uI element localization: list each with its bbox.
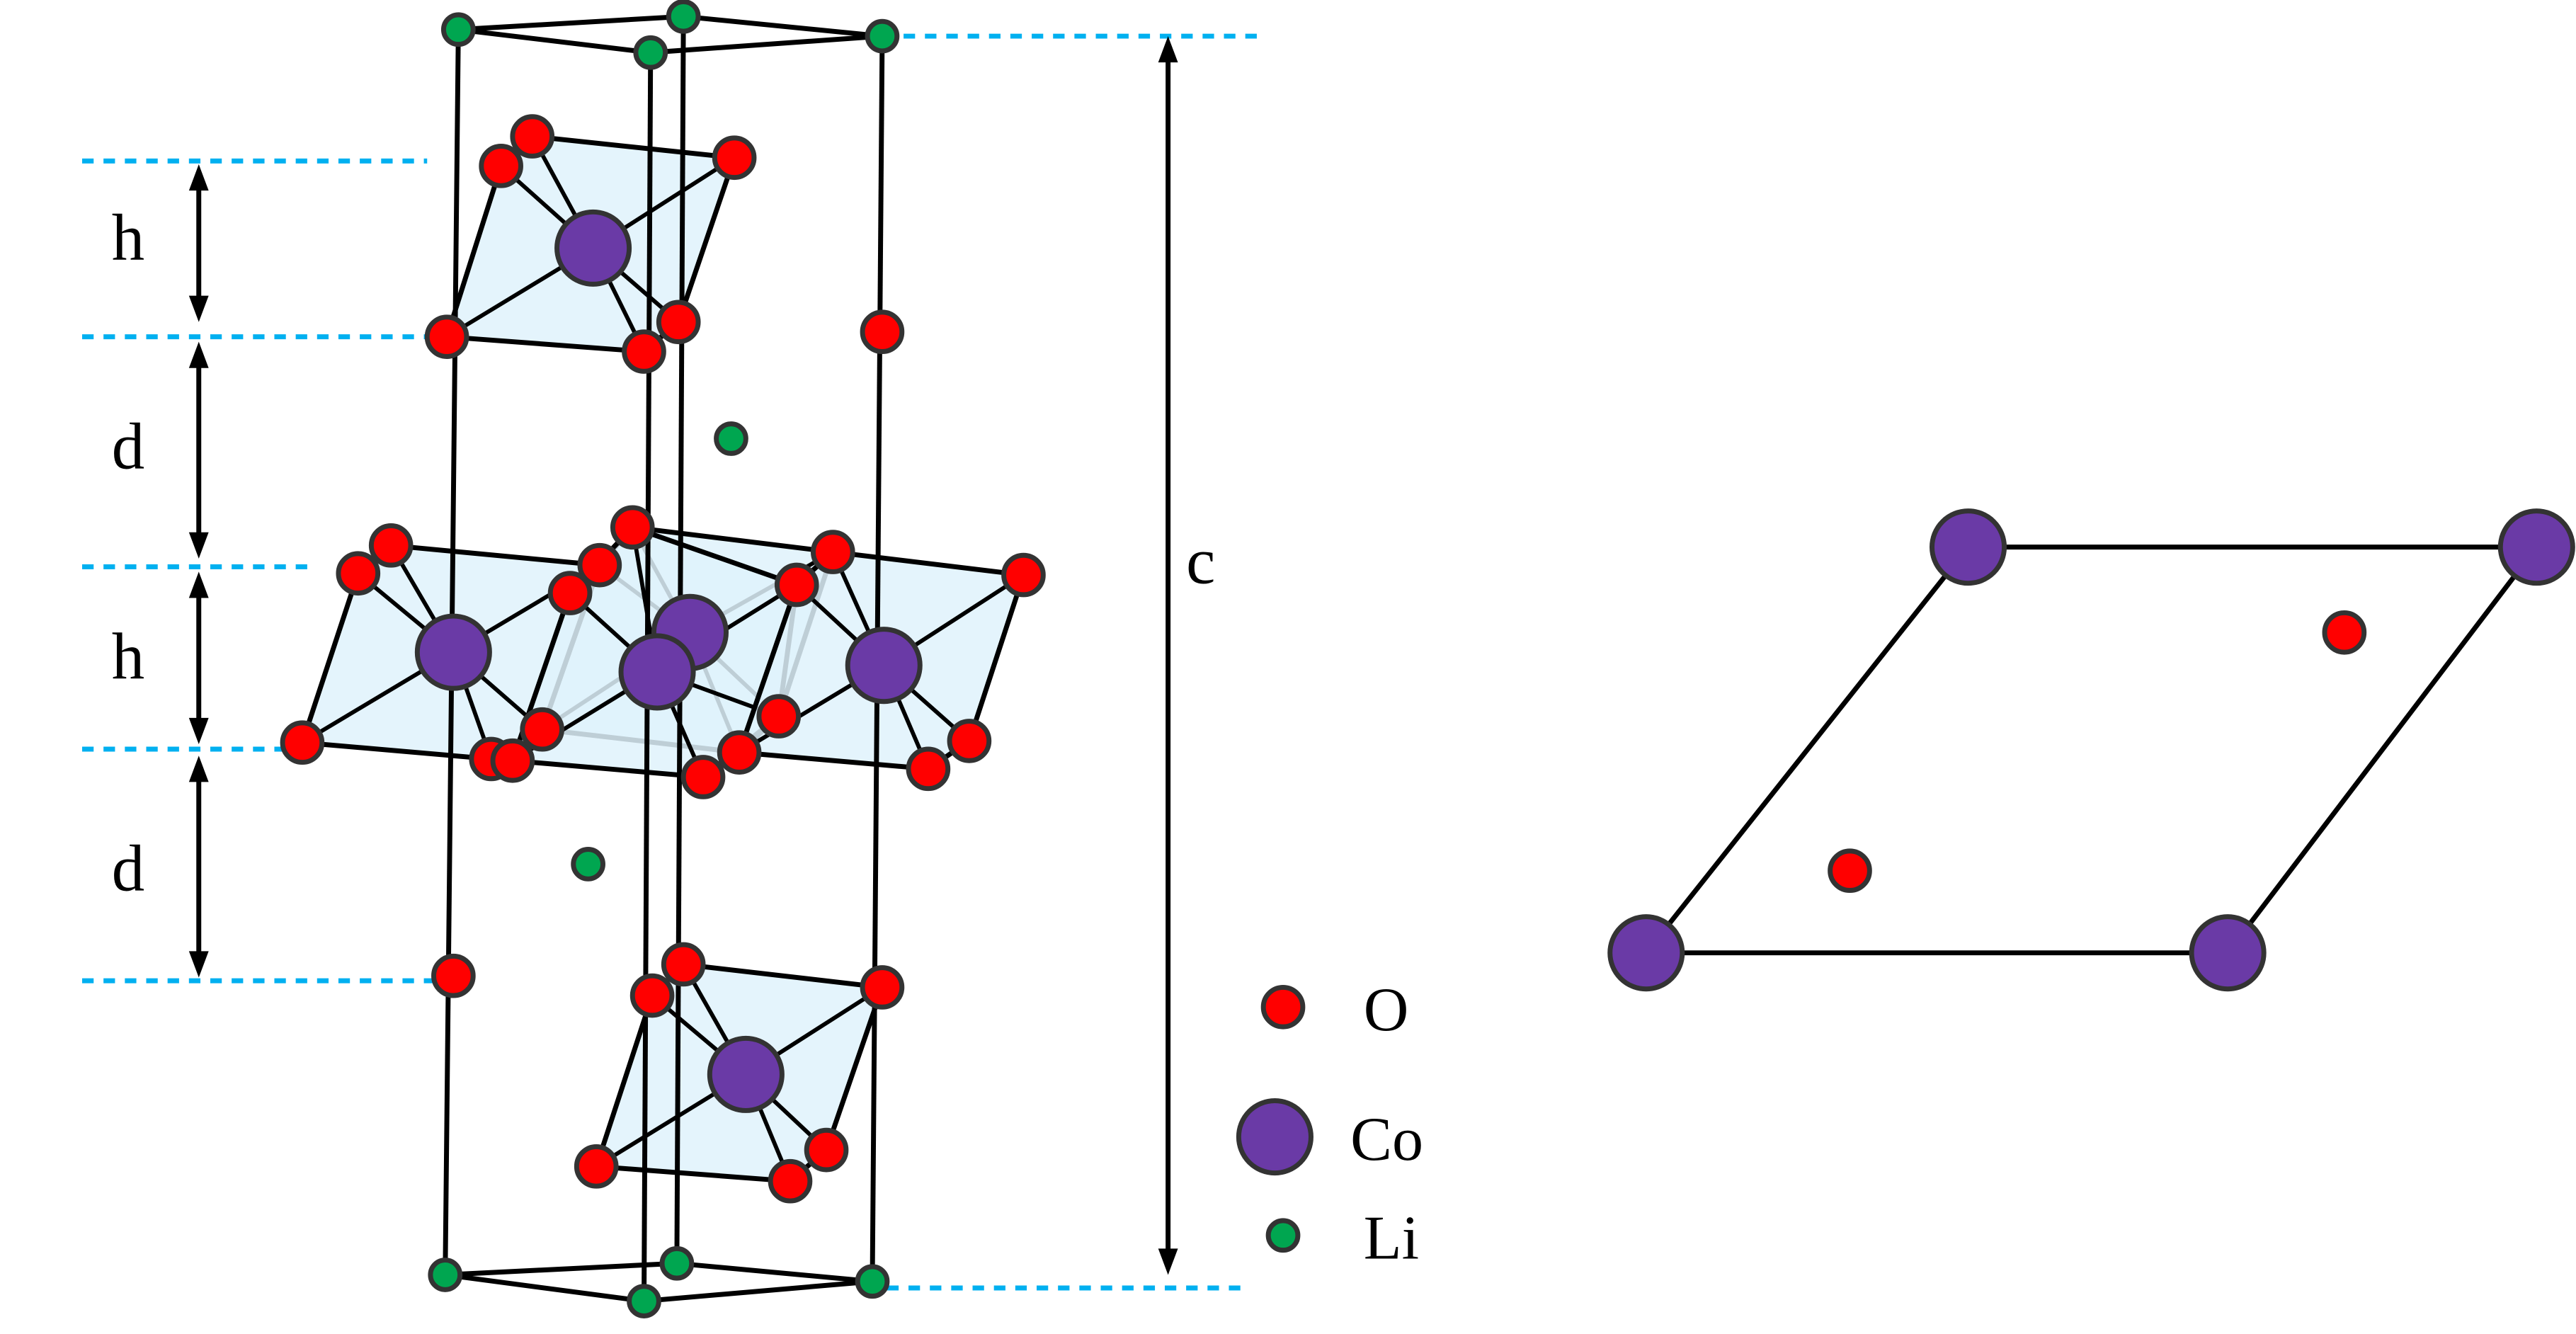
co-atom <box>618 633 696 711</box>
o-atom <box>2322 610 2367 655</box>
lattice-edge <box>1644 545 1971 954</box>
o-atom <box>804 1127 849 1173</box>
cell-edge <box>458 13 684 33</box>
arrowhead-up <box>188 164 209 191</box>
co-atom <box>1930 508 2007 586</box>
o-atom <box>574 1144 619 1189</box>
co-atom <box>414 613 492 691</box>
li-atom <box>440 12 476 47</box>
arrowhead-up <box>1158 36 1178 63</box>
li-atom <box>627 1284 661 1318</box>
o-atom <box>610 505 655 550</box>
co-atom <box>845 627 923 705</box>
o-atom <box>712 135 757 181</box>
arrowhead-down <box>1158 1248 1178 1275</box>
legend: O Co Li <box>1236 975 1423 1272</box>
cell-edge <box>683 13 883 39</box>
o-atom <box>547 571 593 615</box>
legend-li-icon <box>1265 1218 1301 1253</box>
o-atom <box>756 694 802 739</box>
co-atom <box>554 209 632 287</box>
li-atom <box>666 0 701 34</box>
cell-edge <box>445 1272 644 1304</box>
li-atom <box>855 1264 890 1299</box>
cell-edge <box>650 33 883 55</box>
arrowhead-up <box>188 571 209 598</box>
o-atom <box>947 719 992 763</box>
legend-o-icon <box>1260 984 1306 1030</box>
li-atom <box>659 1245 695 1281</box>
cell-edge <box>445 1260 678 1277</box>
o-atom <box>656 300 701 345</box>
cell-edge <box>644 1279 873 1304</box>
o-atom <box>717 730 762 775</box>
cobalt-oxygen-plane-projection <box>1607 508 2575 992</box>
o-atom <box>280 720 325 765</box>
label-d-bottom: d <box>112 833 144 906</box>
co-atom <box>1607 914 1685 992</box>
o-atom <box>368 523 414 568</box>
li-atom <box>571 847 605 882</box>
o-atom <box>661 942 706 987</box>
o-atom <box>336 551 381 596</box>
li-atom <box>865 18 900 54</box>
legend-label-o: O <box>1364 975 1409 1044</box>
label-c: c <box>1186 525 1215 598</box>
arrowhead-down <box>188 717 209 745</box>
cell-edge <box>676 1260 873 1284</box>
label-h-middle: h <box>112 620 144 693</box>
o-atom <box>577 542 622 588</box>
arrowhead-down <box>188 532 209 559</box>
dimension-arrows <box>188 36 1178 1275</box>
atoms <box>280 0 1046 1318</box>
o-atom <box>520 707 564 752</box>
o-atom <box>810 530 855 574</box>
legend-label-li: Li <box>1364 1203 1419 1272</box>
li-atom <box>428 1258 463 1292</box>
o-atom <box>860 309 905 355</box>
o-atom <box>431 953 476 998</box>
arrowhead-down <box>188 951 209 978</box>
o-atom <box>860 965 905 1010</box>
label-d-top: d <box>112 410 144 483</box>
o-atom <box>622 329 666 374</box>
label-h-top: h <box>112 202 144 275</box>
co-atom <box>2497 508 2575 586</box>
o-atom <box>1001 552 1046 598</box>
dashed-guide-lines <box>82 33 1257 1291</box>
o-atom <box>1828 848 1872 894</box>
li-atom <box>633 35 668 70</box>
o-atom <box>490 738 535 783</box>
arrowhead-up <box>188 756 209 782</box>
o-atom <box>424 314 469 359</box>
o-atom <box>906 746 951 792</box>
cell-edge <box>457 27 651 55</box>
li-atom <box>714 421 748 456</box>
o-atom <box>510 114 555 159</box>
o-atom <box>680 755 726 799</box>
o-atom <box>479 144 523 188</box>
o-atom <box>774 562 819 608</box>
lattice-edge <box>2225 545 2539 954</box>
o-atom <box>629 973 675 1018</box>
legend-label-co: Co <box>1350 1105 1423 1174</box>
o-atom <box>768 1158 813 1204</box>
legend-co-icon <box>1236 1098 1313 1176</box>
co-atom <box>2189 914 2267 992</box>
co-atom <box>707 1035 785 1113</box>
arrowhead-up <box>188 341 209 368</box>
arrowhead-down <box>188 295 209 322</box>
